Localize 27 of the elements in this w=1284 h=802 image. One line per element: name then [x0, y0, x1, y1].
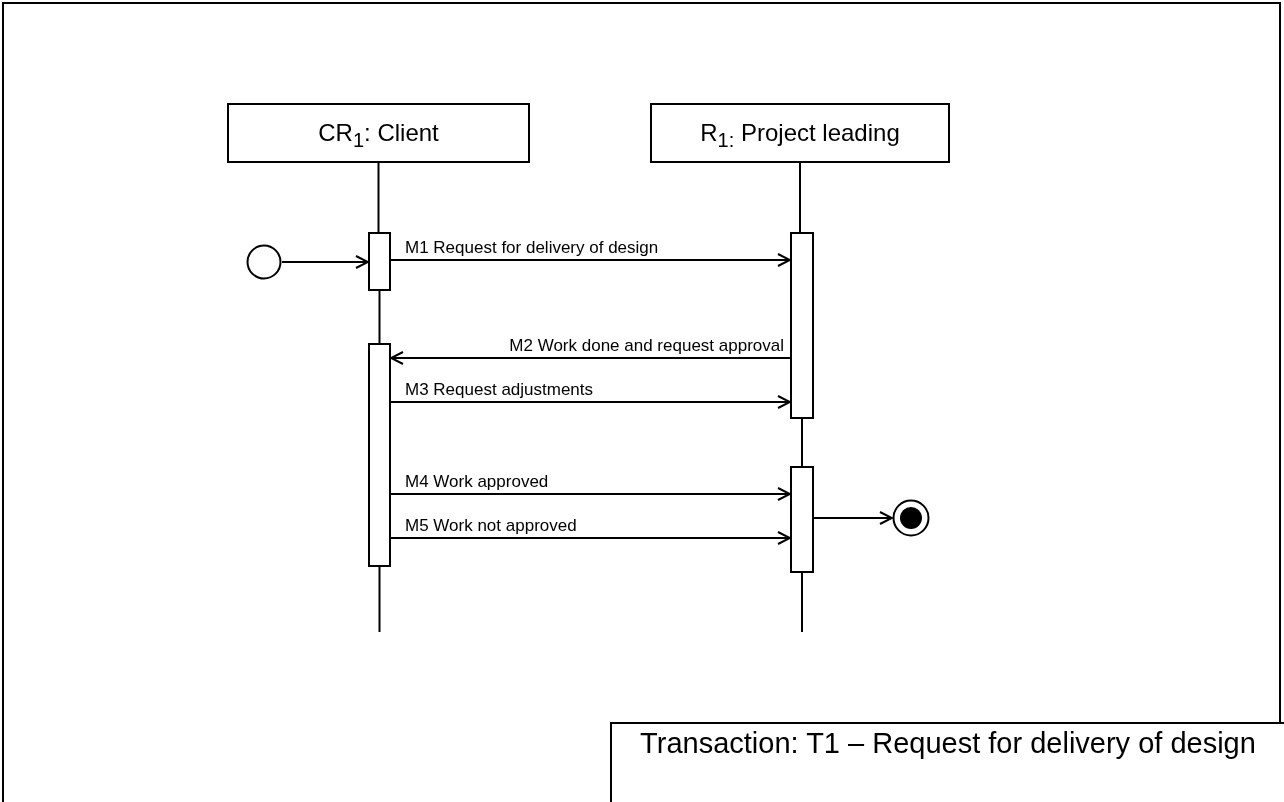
lifeline [801, 572, 803, 633]
lifeline [799, 162, 801, 233]
message-arrow [390, 351, 791, 365]
message-label: M4 Work approved [405, 472, 549, 492]
message-label: M5 Work not approved [405, 516, 577, 536]
lifeline-header: CR$_{1}$: Client [227, 103, 530, 163]
message-arrow [813, 511, 893, 525]
lifeline [801, 418, 803, 467]
lifeline [378, 566, 381, 633]
activation-bar [368, 232, 391, 291]
message-arrow [390, 531, 791, 545]
initial-state-circle [246, 244, 282, 280]
transaction-box: Transaction: T1 – Request for delivery of design [610, 722, 1284, 802]
message-arrow [390, 253, 791, 267]
message-label: M3 Request adjustments [405, 380, 594, 400]
final-state-circle [892, 499, 930, 537]
message-label: M1 Request for delivery of design [405, 238, 659, 258]
activation-bar [790, 466, 814, 573]
message-arrow [390, 487, 791, 501]
activation-bar [368, 343, 391, 567]
lifeline [378, 290, 381, 344]
activation-bar [790, 232, 814, 419]
message-arrow [281, 255, 369, 269]
lifeline-header: R$_{1:}$ Project leading [650, 103, 950, 163]
lifeline [377, 162, 380, 233]
message-arrow [390, 395, 791, 409]
message-label: M2 Work done and request approval [509, 336, 784, 356]
